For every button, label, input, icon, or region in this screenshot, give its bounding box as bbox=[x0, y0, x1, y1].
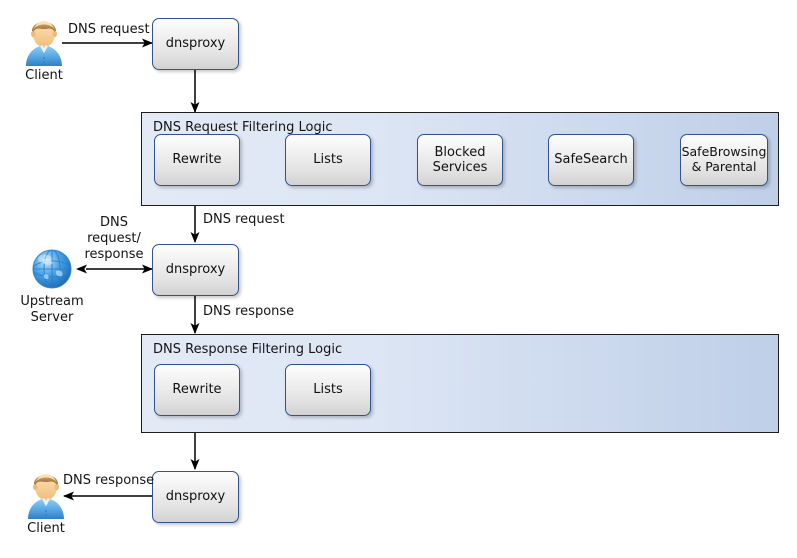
node-label: Rewrite bbox=[172, 152, 222, 168]
node-response-rewrite[interactable]: Rewrite bbox=[154, 364, 240, 416]
edge-label-dnsproxy-to-client: DNS response bbox=[63, 473, 155, 488]
node-dnsproxy-top[interactable]: dnsproxy bbox=[152, 18, 239, 70]
node-request-rewrite[interactable]: Rewrite bbox=[154, 134, 240, 186]
user-icon bbox=[28, 474, 64, 519]
node-label: Rewrite bbox=[172, 382, 222, 398]
node-label: SafeSearch bbox=[554, 152, 628, 168]
node-dnsproxy-mid[interactable]: dnsproxy bbox=[152, 244, 239, 296]
edge-label-upstream-exchange: DNS request/ response bbox=[84, 215, 144, 262]
edge-label-dnsproxy-to-response-group: DNS response bbox=[203, 304, 295, 319]
node-label: dnsproxy bbox=[165, 36, 226, 52]
node-dnsproxy-bottom[interactable]: dnsproxy bbox=[152, 471, 239, 523]
node-label: dnsproxy bbox=[165, 489, 226, 505]
node-request-blocked-services[interactable]: Blocked Services bbox=[417, 134, 503, 186]
client-bottom-caption: Client bbox=[27, 521, 65, 536]
avatar-client-top bbox=[22, 14, 66, 70]
node-request-lists[interactable]: Lists bbox=[285, 134, 371, 186]
user-icon bbox=[26, 21, 62, 66]
node-label: Lists bbox=[313, 382, 343, 398]
node-label: dnsproxy bbox=[165, 262, 226, 278]
edge-label-dnsproxy-to-request-group: DNS request bbox=[203, 212, 285, 227]
node-response-lists[interactable]: Lists bbox=[285, 364, 371, 416]
node-label: Lists bbox=[313, 152, 343, 168]
group-dns-response-filtering: DNS Response Filtering Logic bbox=[141, 334, 779, 433]
edge-label-client-to-dnsproxy: DNS request bbox=[68, 22, 150, 37]
avatar-upstream-server bbox=[26, 243, 78, 299]
node-request-safebrowsing-parental[interactable]: SafeBrowsing & Parental bbox=[680, 134, 768, 186]
globe-icon bbox=[32, 249, 72, 289]
node-request-safesearch[interactable]: SafeSearch bbox=[548, 134, 634, 186]
node-label: Blocked Services bbox=[432, 144, 488, 175]
node-label: SafeBrowsing & Parental bbox=[681, 144, 767, 174]
group-title-request: DNS Request Filtering Logic bbox=[153, 120, 333, 135]
upstream-server-caption: Upstream Server bbox=[20, 294, 84, 325]
client-top-caption: Client bbox=[25, 68, 63, 83]
group-title-response: DNS Response Filtering Logic bbox=[153, 342, 343, 357]
avatar-client-bottom bbox=[24, 467, 68, 523]
